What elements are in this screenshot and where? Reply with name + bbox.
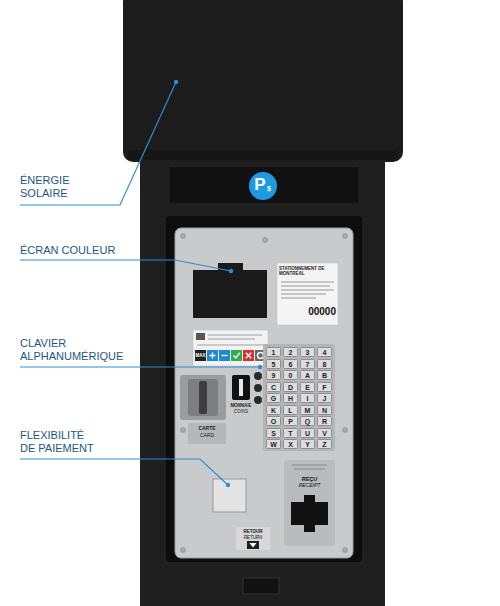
return-arrow xyxy=(250,543,257,548)
keypad-key: Z xyxy=(317,439,332,449)
coin-slot xyxy=(232,375,250,400)
leader-dots xyxy=(174,80,262,487)
meter-body xyxy=(140,160,385,606)
keypad-key: C xyxy=(266,382,281,392)
keypad xyxy=(263,344,335,451)
fine-print xyxy=(292,465,327,469)
keypad-key: N xyxy=(317,405,332,415)
card-reader-bezel xyxy=(188,379,218,416)
keypad-key: S xyxy=(266,428,281,438)
fine-print xyxy=(281,282,334,298)
return-arrow-box xyxy=(247,541,259,549)
coin-label: COINS xyxy=(224,409,258,414)
cancel-button xyxy=(243,350,254,361)
keypad-key: 9 xyxy=(266,370,281,380)
keypad-key: L xyxy=(283,405,298,415)
card-label-plate xyxy=(188,423,226,444)
solar-head xyxy=(123,0,403,162)
instruction-strip xyxy=(193,330,268,366)
keypad-key: 4 xyxy=(317,347,332,357)
coin-label: MONNAIE xyxy=(224,403,258,408)
keypad-key: 7 xyxy=(300,359,315,369)
keypad-key: G xyxy=(266,393,281,403)
keypad-key: P xyxy=(283,416,298,426)
keypad-key: 5 xyxy=(266,359,281,369)
sticker-title: STATIONNEMENT DE MONTRÉAL xyxy=(279,266,336,276)
keypad-key: M xyxy=(300,405,315,415)
screws xyxy=(181,234,348,553)
button-symbols xyxy=(210,353,264,359)
callout-label: ÉNERGIE SOLAIRE xyxy=(20,174,90,199)
panel-frame xyxy=(166,216,362,562)
receipt-label: RECEIPT xyxy=(284,483,335,489)
coin-opening xyxy=(239,379,243,396)
lower-slot xyxy=(243,578,279,594)
car-icon xyxy=(196,333,205,340)
card-label: CARTE xyxy=(188,426,226,432)
keypad-key: 0 xyxy=(283,370,298,380)
leader-lines xyxy=(20,82,259,485)
callout-label: ÉCRAN COULEUR xyxy=(20,244,150,257)
keypad-key: I xyxy=(300,393,315,403)
keypad-key: A xyxy=(300,370,315,380)
keypad-key: W xyxy=(266,439,281,449)
keypad-key: V xyxy=(317,428,332,438)
card-slot xyxy=(199,381,207,414)
keypad-key: E xyxy=(300,382,315,392)
return-button xyxy=(236,527,270,550)
keypad-key: O xyxy=(266,416,281,426)
return-label: RETURN xyxy=(236,535,270,540)
keypad-key: T xyxy=(283,428,298,438)
keypad-key: 8 xyxy=(317,359,332,369)
logo-circle xyxy=(249,172,277,200)
meter-number: 00000 xyxy=(279,306,336,318)
keypad-key: B xyxy=(317,370,332,380)
fine-print xyxy=(197,335,264,345)
button-label: MAX xyxy=(195,353,206,358)
keypad-key: R xyxy=(317,416,332,426)
card-label: CARD xyxy=(188,433,226,439)
color-screen xyxy=(193,263,267,318)
receipt-label: REÇU xyxy=(284,476,335,482)
callout-label: FLEXIBILITÉ DE PAIEMENT xyxy=(20,429,100,454)
keypad-key: 2 xyxy=(283,347,298,357)
keypad-key: D xyxy=(283,382,298,392)
logo-symbol: $ xyxy=(265,185,273,193)
keypad-key: 1 xyxy=(266,347,281,357)
keypad-key: 6 xyxy=(283,359,298,369)
logo-letter: P xyxy=(251,175,269,195)
keypad-key: X xyxy=(283,439,298,449)
callout-label: CLAVIER ALPHANUMÉRIQUE xyxy=(20,337,135,362)
ok-button xyxy=(231,350,242,361)
keypad-key: J xyxy=(317,393,332,403)
receipt-slot xyxy=(291,495,328,532)
head-shadow xyxy=(128,150,398,160)
max-button xyxy=(195,350,206,361)
keypad-key: K xyxy=(266,405,281,415)
contactless-pad xyxy=(213,479,246,512)
keypad-key: F xyxy=(317,382,332,392)
logo-band xyxy=(170,167,358,203)
minus-button xyxy=(219,350,230,361)
return-label: RETOUR xyxy=(236,529,270,534)
keypad-key: Q xyxy=(300,416,315,426)
keypad-key: H xyxy=(283,393,298,403)
keypad-key: U xyxy=(300,428,315,438)
receipt-area xyxy=(284,460,335,546)
keypad-key: Y xyxy=(300,439,315,449)
info-sticker xyxy=(277,263,338,325)
side-buttons xyxy=(254,372,262,404)
plus-button xyxy=(207,350,218,361)
keypad-key: 3 xyxy=(300,347,315,357)
faceplate xyxy=(175,228,353,558)
card-reader xyxy=(180,375,226,420)
